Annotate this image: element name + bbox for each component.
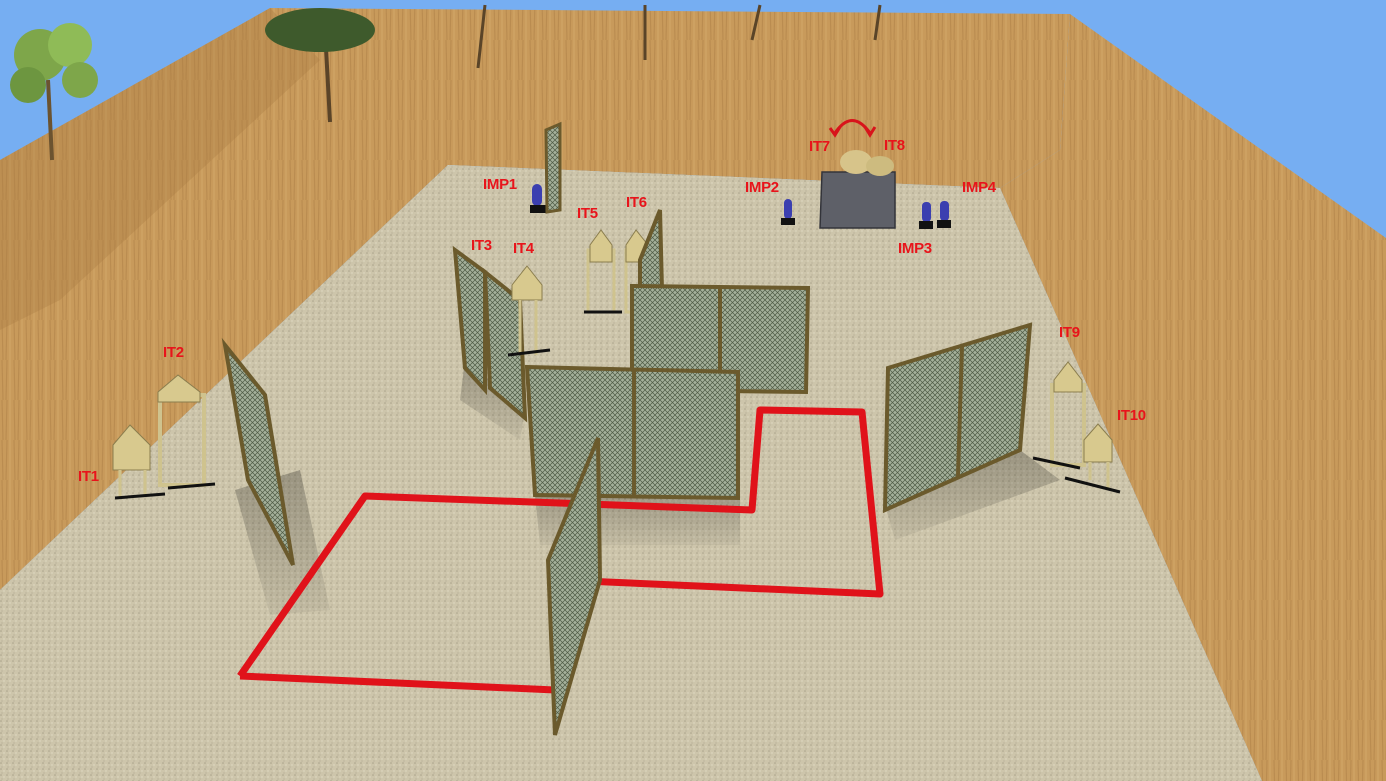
label-imp3: IMP3 [898,241,932,256]
label-it7: IT7 [809,139,830,154]
label-it6: IT6 [626,195,647,210]
label-imp1: IMP1 [483,177,517,192]
label-it1: IT1 [78,469,99,484]
wall-center-front [527,367,738,498]
wall-back [546,124,560,212]
label-imp4: IMP4 [962,180,996,195]
label-it4: IT4 [513,241,534,256]
label-imp2: IMP2 [745,180,779,195]
label-it5: IT5 [577,206,598,221]
label-it10: IT10 [1117,408,1146,423]
label-it2: IT2 [163,345,184,360]
label-it3: IT3 [471,238,492,253]
label-it9: IT9 [1059,325,1080,340]
label-it8: IT8 [884,138,905,153]
